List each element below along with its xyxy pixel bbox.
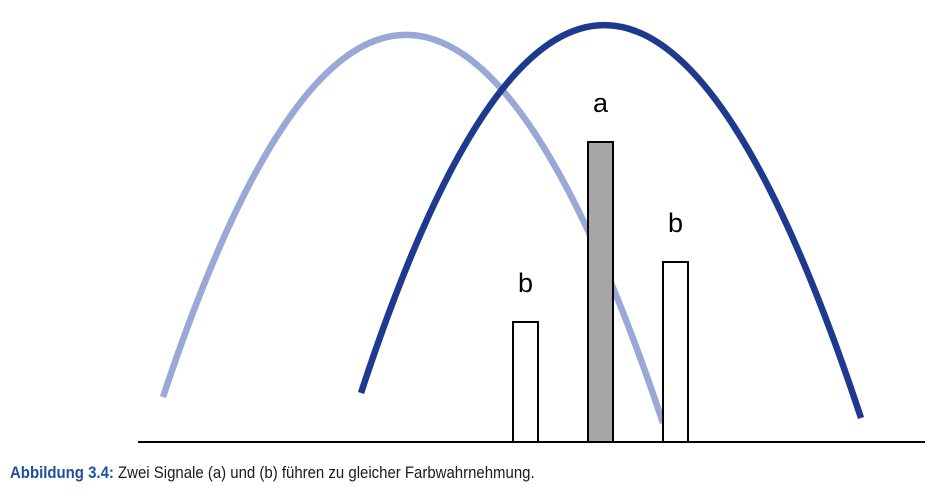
signal-bar-b — [662, 261, 689, 443]
signal-bars: b a b — [512, 88, 689, 443]
bar-label-b: b — [668, 208, 683, 238]
sensitivity-curve-dark — [357, 22, 865, 420]
signal-bar-a — [587, 141, 614, 443]
signal-bar-b — [512, 321, 539, 443]
bar-label-b: b — [518, 268, 533, 298]
signal-diagram: b a b — [138, 22, 925, 443]
caption-label: Abbildung 3.4: — [10, 463, 114, 482]
figure-caption: Abbildung 3.4: Zwei Signale (a) und (b) … — [10, 463, 535, 483]
bar-label-a: a — [593, 88, 609, 118]
caption-text: Zwei Signale (a) und (b) führen zu gleic… — [113, 463, 535, 482]
